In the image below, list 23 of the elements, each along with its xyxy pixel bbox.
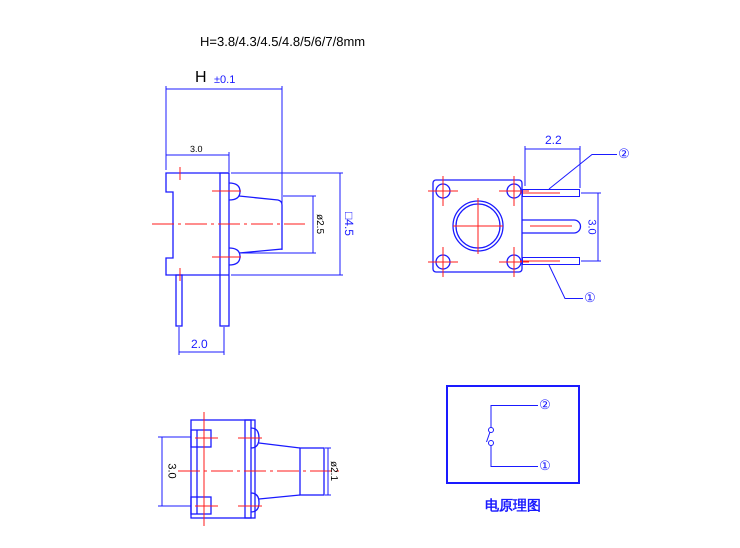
wire [490,405,538,418]
dimension-label: H [195,70,207,86]
dimension-label: 2.2 [545,134,562,146]
dimension-label: 3.0 [190,145,203,154]
wire [490,452,538,467]
dimension-label: 2.0 [191,338,208,350]
panel-caption: 电原理图 [484,496,542,515]
callout-number: ① [538,459,552,474]
pin [522,189,580,197]
dimension-label: 3.0 [166,463,176,479]
callout-number: ② [617,147,631,162]
switch-symbol [485,418,497,452]
dimension-label: ø2.1 [328,461,338,481]
height-options-note: H=3.8/4.3/4.5/4.8/5/6/7/8mm [200,35,366,48]
callout-number: ② [538,398,552,413]
dimension-label: ±0.1 [214,75,236,86]
leader-line [548,264,584,299]
dimension-label: 3.0 [586,219,596,235]
leader-line [548,154,618,190]
dimension-label: □4.5 [343,212,355,236]
dimension-label: ø2.5 [314,214,324,234]
pin [522,257,580,265]
callout-number: ① [583,291,597,306]
